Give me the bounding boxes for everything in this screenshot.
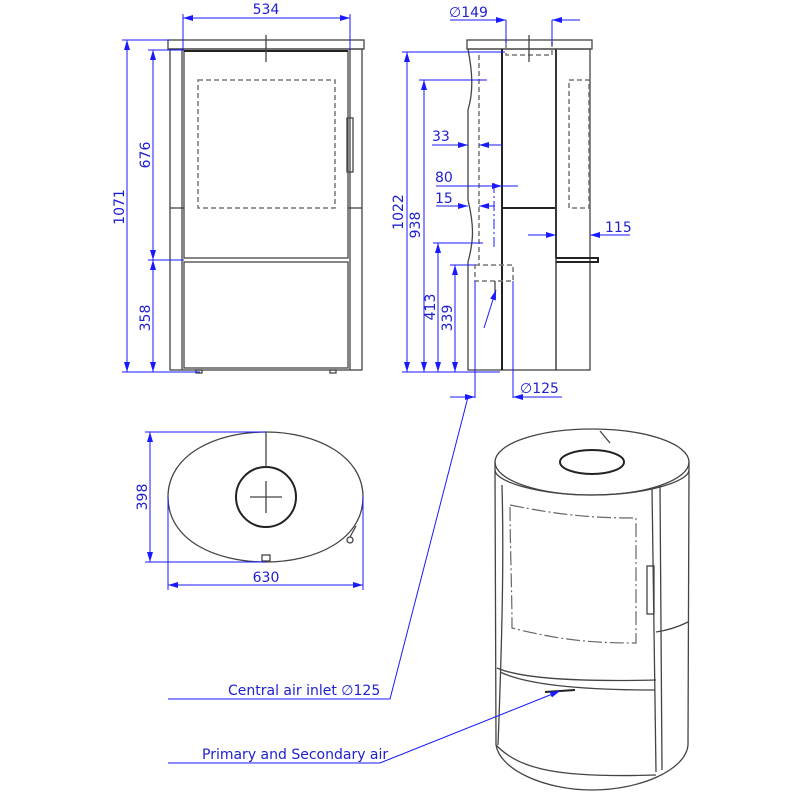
central-air-inlet-label: Central air inlet ∅125 bbox=[228, 683, 380, 699]
side-view bbox=[466, 35, 599, 371]
dim-height-938: 938 bbox=[408, 212, 424, 239]
top-dimensions: 398 630 bbox=[135, 431, 364, 590]
top-view bbox=[167, 431, 364, 563]
dim-inlet-125: ∅125 bbox=[520, 381, 559, 397]
dim-height-1071: 1071 bbox=[112, 189, 128, 225]
dim-height-358: 358 bbox=[138, 305, 154, 332]
front-dimensions: 534 1071 676 358 bbox=[112, 2, 351, 373]
dim-height-1022: 1022 bbox=[391, 194, 407, 230]
dim-height-413: 413 bbox=[423, 294, 439, 321]
dim-33: 33 bbox=[432, 129, 450, 145]
dim-flue-149: ∅149 bbox=[449, 5, 488, 21]
dim-115: 115 bbox=[605, 220, 632, 236]
dim-80: 80 bbox=[435, 170, 453, 186]
dim-width-534: 534 bbox=[253, 2, 280, 18]
perspective-view bbox=[494, 428, 690, 791]
dim-width-630: 630 bbox=[253, 570, 280, 586]
dim-height-676: 676 bbox=[138, 142, 154, 169]
dim-height-339: 339 bbox=[440, 305, 456, 332]
dim-15: 15 bbox=[435, 191, 453, 207]
callouts: Central air inlet ∅125 Primary and Secon… bbox=[168, 396, 561, 764]
dim-depth-398: 398 bbox=[135, 484, 151, 511]
side-dimensions: ∅149 1022 938 413 339 33 80 15 115 ∅125 bbox=[391, 5, 632, 400]
primary-secondary-air-label: Primary and Secondary air bbox=[202, 747, 388, 763]
front-view bbox=[167, 35, 365, 374]
